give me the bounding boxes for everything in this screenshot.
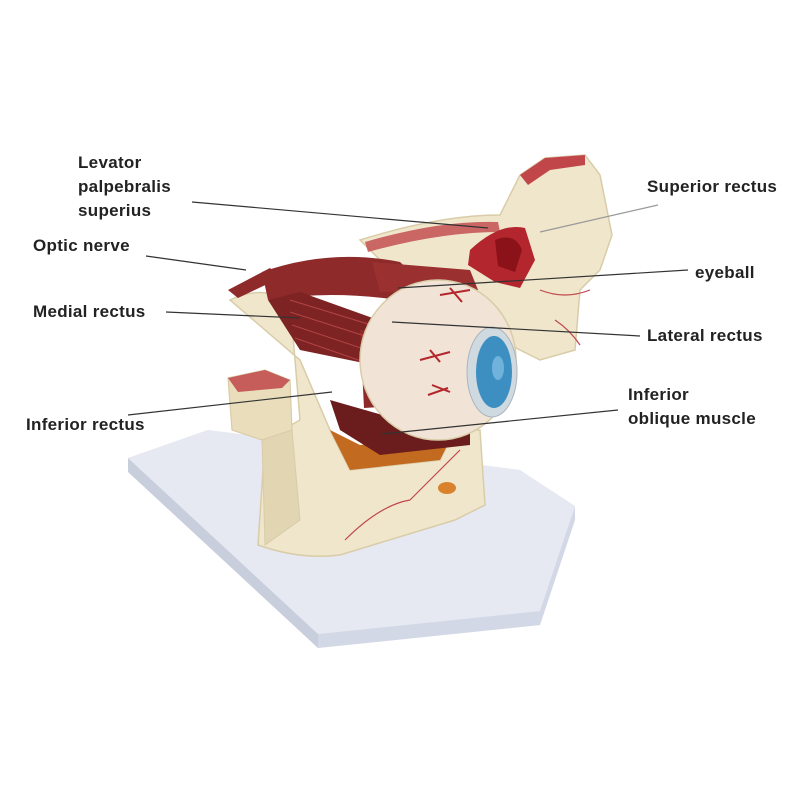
label-levator-line-2: palpebralis: [78, 177, 172, 196]
label-inferior-oblique-line-1: Inferior: [628, 385, 689, 404]
label-superior-rectus: Superior rectus: [647, 177, 778, 196]
label-inferior-oblique-muscle: Inferior oblique muscle: [628, 383, 756, 431]
leader-lateral-rectus: [391, 321, 641, 337]
orbit-bone-back: [358, 154, 613, 361]
leader-levator: [191, 201, 489, 229]
label-medial-rectus: Medial rectus: [33, 302, 146, 321]
label-inferior-rectus: Inferior rectus: [26, 415, 145, 434]
label-levator-line-3: superius: [78, 201, 152, 220]
leader-inferior-oblique: [381, 409, 619, 435]
label-optic-nerve: Optic nerve: [33, 236, 130, 255]
leader-eyeball: [397, 269, 689, 289]
leader-lines: [127, 201, 689, 435]
label-lateral-rectus: Lateral rectus: [647, 326, 763, 345]
leader-optic-nerve: [145, 255, 247, 271]
label-inferior-oblique-line-2: oblique muscle: [628, 409, 756, 428]
eyeball-model: [359, 279, 518, 441]
leader-inferior-rectus: [127, 391, 333, 416]
leader-superior-rectus: [539, 204, 659, 233]
label-eyeball: eyeball: [695, 263, 755, 282]
leader-medial-rectus: [165, 311, 301, 319]
label-levator-palpebralis-superius: Levator palpebralis superius: [78, 151, 171, 223]
label-levator-line-1: Levator: [78, 153, 142, 172]
